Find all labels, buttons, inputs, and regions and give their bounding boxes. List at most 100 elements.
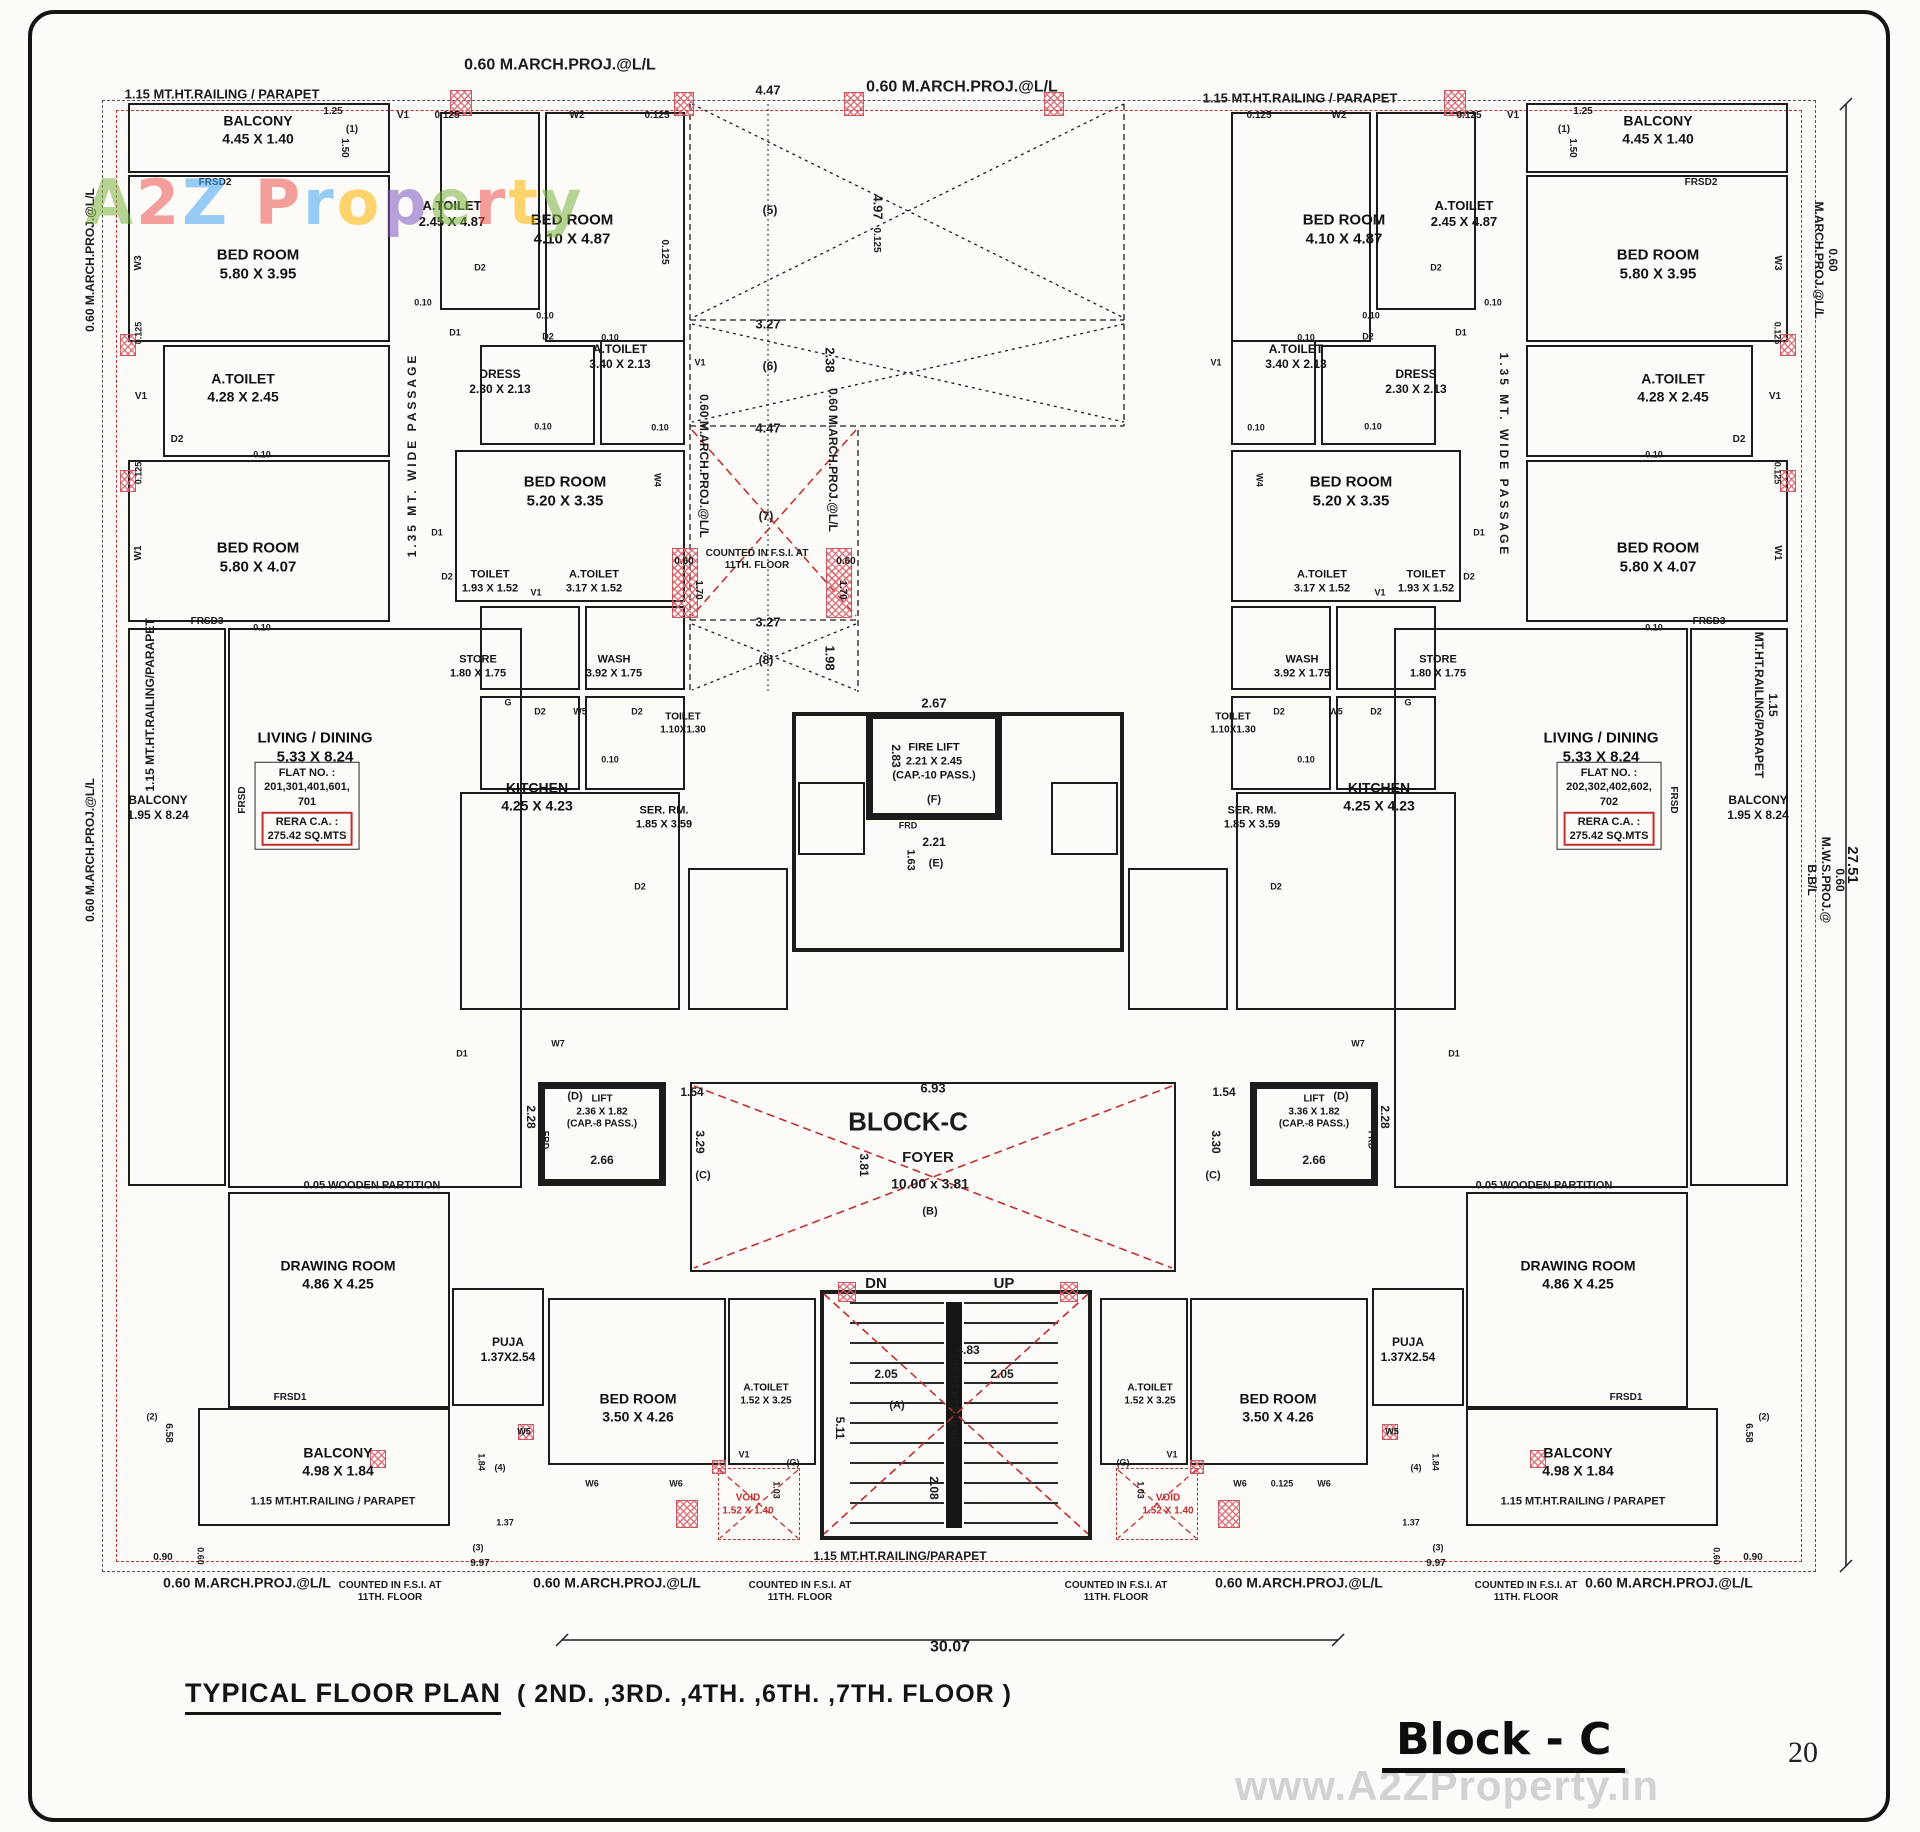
annotation: W4 — [1254, 473, 1265, 487]
column-hatch — [450, 90, 472, 116]
annotation: W6 — [1233, 1478, 1247, 1489]
red-dashed-line — [693, 1085, 1173, 1269]
annotation: FRD — [540, 1130, 551, 1150]
annotation: 0.125 — [1246, 110, 1272, 122]
annotation: (D) — [1333, 1090, 1349, 1103]
annotation: COUNTED IN F.S.I. AT 11TH. FLOOR — [705, 548, 809, 571]
toilet-right — [1336, 606, 1436, 690]
column-hatch — [518, 1424, 534, 1440]
annotation: 1.37 — [496, 1517, 514, 1528]
annotation: D2 — [1430, 262, 1442, 273]
red-dashed-line — [693, 1085, 1173, 1269]
column-hatch — [1190, 1460, 1204, 1474]
annotation: 0.60 M.ARCH.PROJ.@L/L — [82, 188, 97, 332]
annotation: 0.60 M.ARCH.PROJ.@L/L — [1812, 201, 1841, 319]
annotation: 4.97 — [870, 194, 886, 220]
annotation: 0.10 — [414, 297, 432, 308]
atoilet-2-right — [1376, 112, 1476, 310]
annotation: D1 — [1448, 1048, 1460, 1059]
atoilet-1-left — [163, 345, 390, 457]
central-core — [792, 712, 1124, 952]
annotation: 2.38 — [822, 347, 838, 373]
annotation: W6 — [669, 1478, 683, 1489]
annotation: 27.51 — [1843, 846, 1861, 884]
plan-line — [555, 1633, 569, 1647]
toilet-left — [480, 606, 580, 690]
stairwell — [820, 1290, 1092, 1540]
wash-left — [585, 696, 685, 790]
annotation: V1 — [738, 1449, 750, 1460]
bedroom-3-right — [1231, 112, 1371, 342]
atoilet-4-left — [585, 606, 685, 690]
annotation: (4) — [1410, 1462, 1422, 1473]
annotation: 1.35 MT. WIDE PASSAGE — [1497, 352, 1512, 558]
toilet-small-right — [1051, 782, 1118, 855]
annotation: (1) — [345, 124, 359, 136]
annotation: 3.30 — [1209, 1130, 1224, 1154]
bedroom-3-left — [545, 112, 685, 342]
annotation: D2 — [1463, 571, 1475, 582]
annotation: 9.97 — [470, 1558, 490, 1570]
annotation: 1.50 — [1566, 138, 1578, 158]
atoilet-1-right — [1526, 345, 1753, 457]
annotation: 0.10 — [1247, 422, 1265, 433]
annotation: 1.84 — [1430, 1453, 1441, 1471]
bedroom-4-left — [455, 450, 685, 602]
balcony-mid-left — [128, 628, 226, 1186]
annotation: W3 — [133, 255, 145, 271]
column-hatch — [1044, 92, 1064, 116]
plan-line — [691, 623, 857, 691]
column-hatch — [120, 334, 136, 356]
annotation: 0.125 — [644, 110, 670, 122]
annotation: UP — [993, 1275, 1015, 1293]
annotation: D2 — [634, 881, 646, 892]
annotation: 0.10 — [253, 449, 271, 460]
annotation: 0.10 — [651, 422, 669, 433]
annotation: DN — [865, 1275, 887, 1293]
annotation: 4.47 — [755, 420, 781, 436]
annotation: 1.63 — [904, 849, 917, 871]
annotation: W4 — [652, 473, 663, 487]
annotation: BLOCK-C — [848, 1106, 968, 1137]
annotation: G — [1404, 697, 1412, 708]
plan-line — [691, 103, 1125, 319]
drawing-room-right — [1466, 1192, 1688, 1408]
annotation: D2 — [1273, 706, 1285, 717]
annotation: V1 — [530, 587, 542, 598]
outer-dashed-boundary — [102, 100, 1816, 1572]
annotation: 1.25 — [323, 106, 343, 118]
column-hatch — [370, 1450, 386, 1468]
column-hatch — [1382, 1424, 1398, 1440]
annotation: 1.25 — [1573, 106, 1593, 118]
annotation: (4) — [494, 1462, 506, 1473]
balcony-top-right — [1526, 103, 1788, 173]
annotation: 1.37 — [1402, 1517, 1420, 1528]
column-hatch — [1530, 1450, 1546, 1468]
foyer — [690, 1082, 1176, 1272]
rera-box: RERA C.A. :275.42 SQ.MTS — [261, 811, 353, 847]
annotation: (C) — [695, 1169, 711, 1182]
annotation: 0.05 WOODEN PARTITION — [1475, 1179, 1613, 1192]
annotation: D1 — [431, 527, 443, 538]
annotation: 2.67 — [921, 695, 947, 711]
annotation: W3 — [1771, 255, 1783, 271]
